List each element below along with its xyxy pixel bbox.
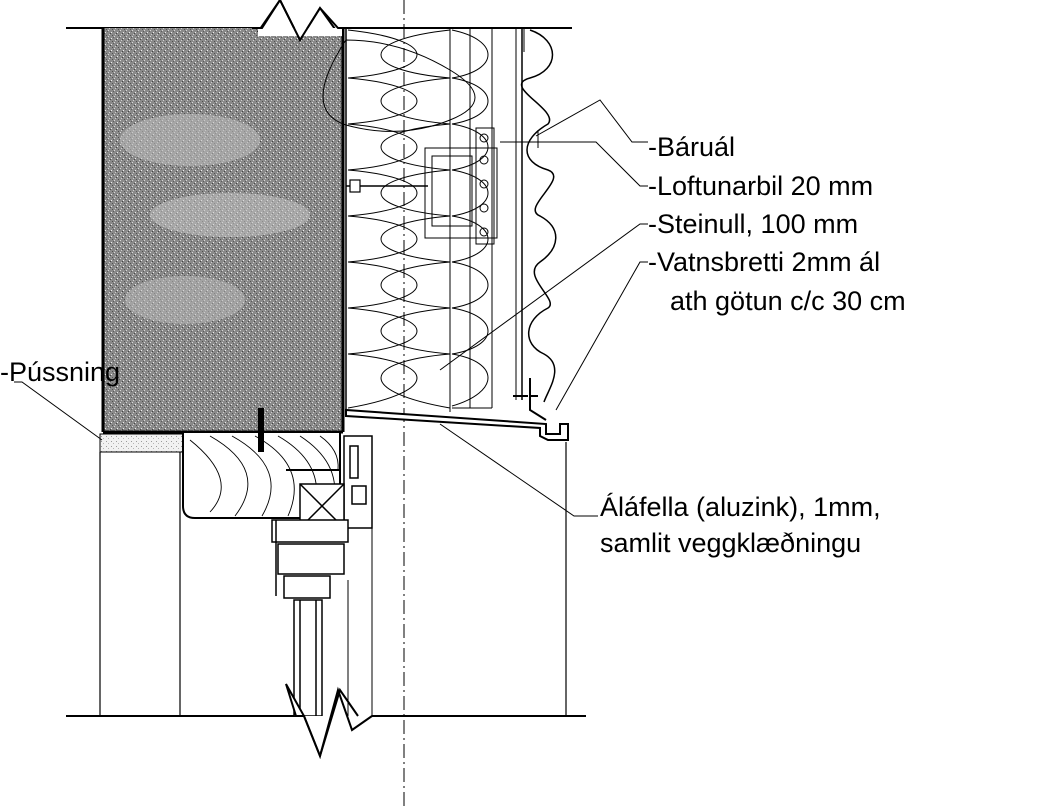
ventilation-cavity — [515, 28, 525, 400]
label-vatnsbretti-line1: -Vatnsbretti 2mm ál — [648, 247, 880, 277]
concrete-wall — [101, 28, 345, 434]
label-vatnsbretti-line2: ath götun c/c 30 cm — [670, 286, 906, 316]
corrugated-cladding — [520, 29, 557, 403]
lower-wall-lines — [99, 440, 567, 716]
label-alafella-line1: Áláfella (aluzink), 1mm, — [600, 492, 881, 522]
insulation-layer-outer — [451, 28, 493, 409]
window-frame-profile — [271, 435, 373, 717]
drip-flashing — [513, 378, 547, 421]
label-loftunarbil: -Loftunarbil 20 mm — [648, 171, 873, 201]
label-baruál: -Báruál — [648, 132, 735, 162]
mineral-wool-insulation — [322, 28, 476, 412]
label-alafella-line2: samlit veggklæðningu — [600, 528, 861, 558]
window-head-flashing — [345, 408, 569, 441]
anchor-bolt — [258, 408, 264, 452]
plaster-layer — [99, 433, 185, 453]
fixing-bracket — [346, 127, 498, 245]
label-steinull: -Steinull, 100 mm — [648, 209, 858, 239]
leader-lines — [14, 99, 648, 517]
insulation-wave-pattern — [347, 29, 451, 409]
label-pussning: -Pússning — [0, 357, 120, 387]
